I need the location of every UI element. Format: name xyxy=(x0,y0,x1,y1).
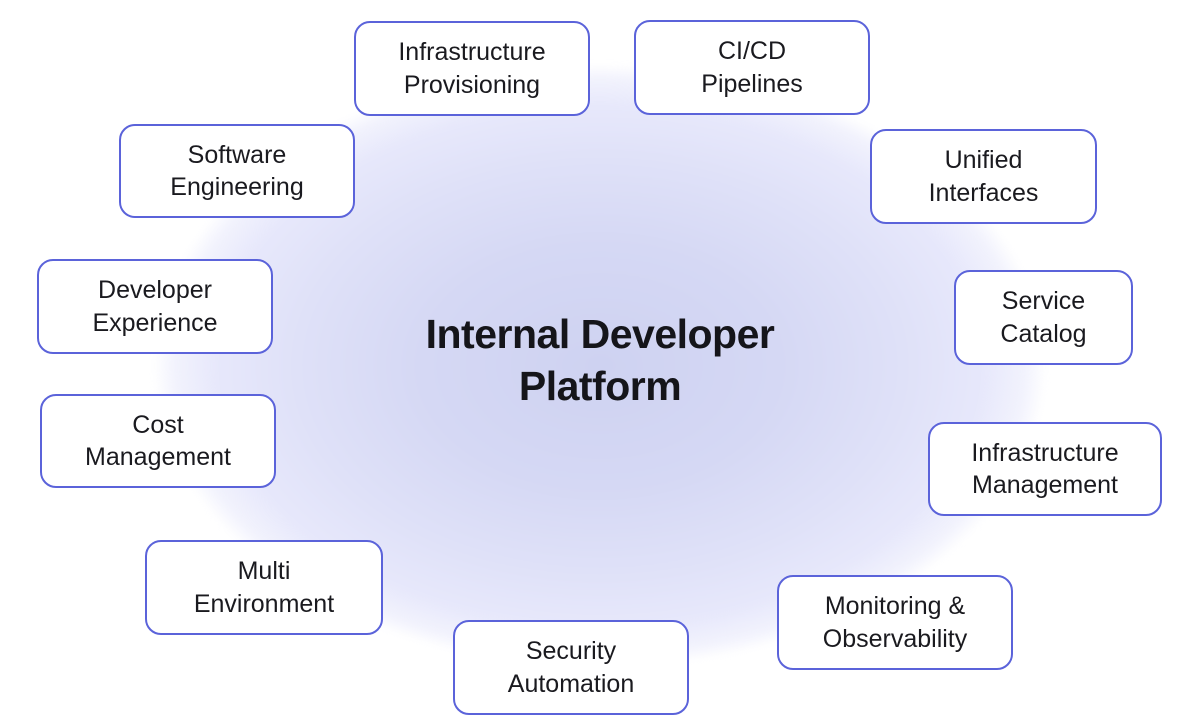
center-title: Internal Developer Platform xyxy=(425,311,775,410)
node-developer-experience: Developer Experience xyxy=(37,259,273,354)
node-cost-management: Cost Management xyxy=(40,394,276,488)
node-security-automation: Security Automation xyxy=(453,620,689,715)
node-software-engineering: Software Engineering xyxy=(119,124,355,218)
node-multi-environment: Multi Environment xyxy=(145,540,383,635)
node-infrastructure-management: Infrastructure Management xyxy=(928,422,1162,516)
node-service-catalog: Service Catalog xyxy=(954,270,1133,365)
node-infrastructure-provisioning: Infrastructure Provisioning xyxy=(354,21,590,116)
node-unified-interfaces: Unified Interfaces xyxy=(870,129,1097,224)
node-cicd-pipelines: CI/CD Pipelines xyxy=(634,20,870,115)
node-monitoring-observability: Monitoring & Observability xyxy=(777,575,1013,670)
